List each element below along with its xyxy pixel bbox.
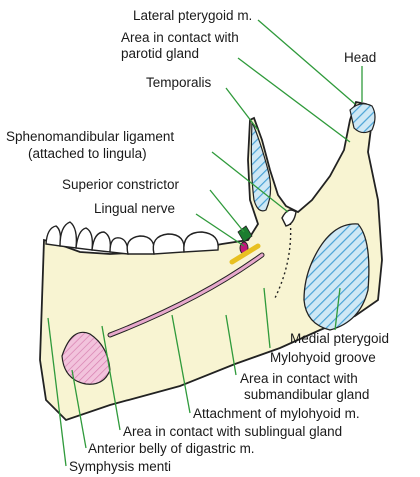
label-submandibular-line1: Area in contact with [240,371,358,386]
label-symphysis: Symphysis menti [69,459,171,474]
mandible-bone [39,100,383,422]
teeth [45,221,219,255]
label-sublingual: Area in contact with sublingual gland [123,424,342,439]
lingual-nerve-trunk [229,243,261,265]
label-mylohyoid-attachment: Attachment of mylohyoid m. [193,406,360,421]
label-digastric: Anterior belly of digastric m. [88,441,255,456]
label-mylohyoid-groove: Mylohyoid groove [270,350,376,365]
superior-constrictor-area [237,225,253,243]
temporalis-area [250,121,272,212]
label-parotid-line2: parotid gland [121,46,199,61]
label-lateral-pterygoid: Lateral pterygoid m. [133,8,252,23]
medial-pterygoid-area [303,223,370,331]
label-spheno-line1: Sphenomandibular ligament [6,129,174,144]
leader-lines [47,19,363,467]
mylohyoid-line [107,252,265,338]
label-submandibular-line2: submandibular gland [244,387,369,402]
lingula [281,209,297,227]
label-lingual-nerve: Lingual nerve [94,201,175,216]
label-temporalis: Temporalis [146,75,212,90]
label-superior-constrictor: Superior constrictor [62,177,180,192]
head-area [349,103,376,134]
label-parotid-line1: Area in contact with [121,30,239,45]
mylohyoid-groove-line [273,217,292,301]
label-head: Head [344,50,376,65]
label-medial-pterygoid: Medial pterygoid [290,331,389,346]
labels: Lateral pterygoid m. Area in contact wit… [6,8,389,474]
label-spheno-line2: (attached to lingula) [28,146,147,161]
